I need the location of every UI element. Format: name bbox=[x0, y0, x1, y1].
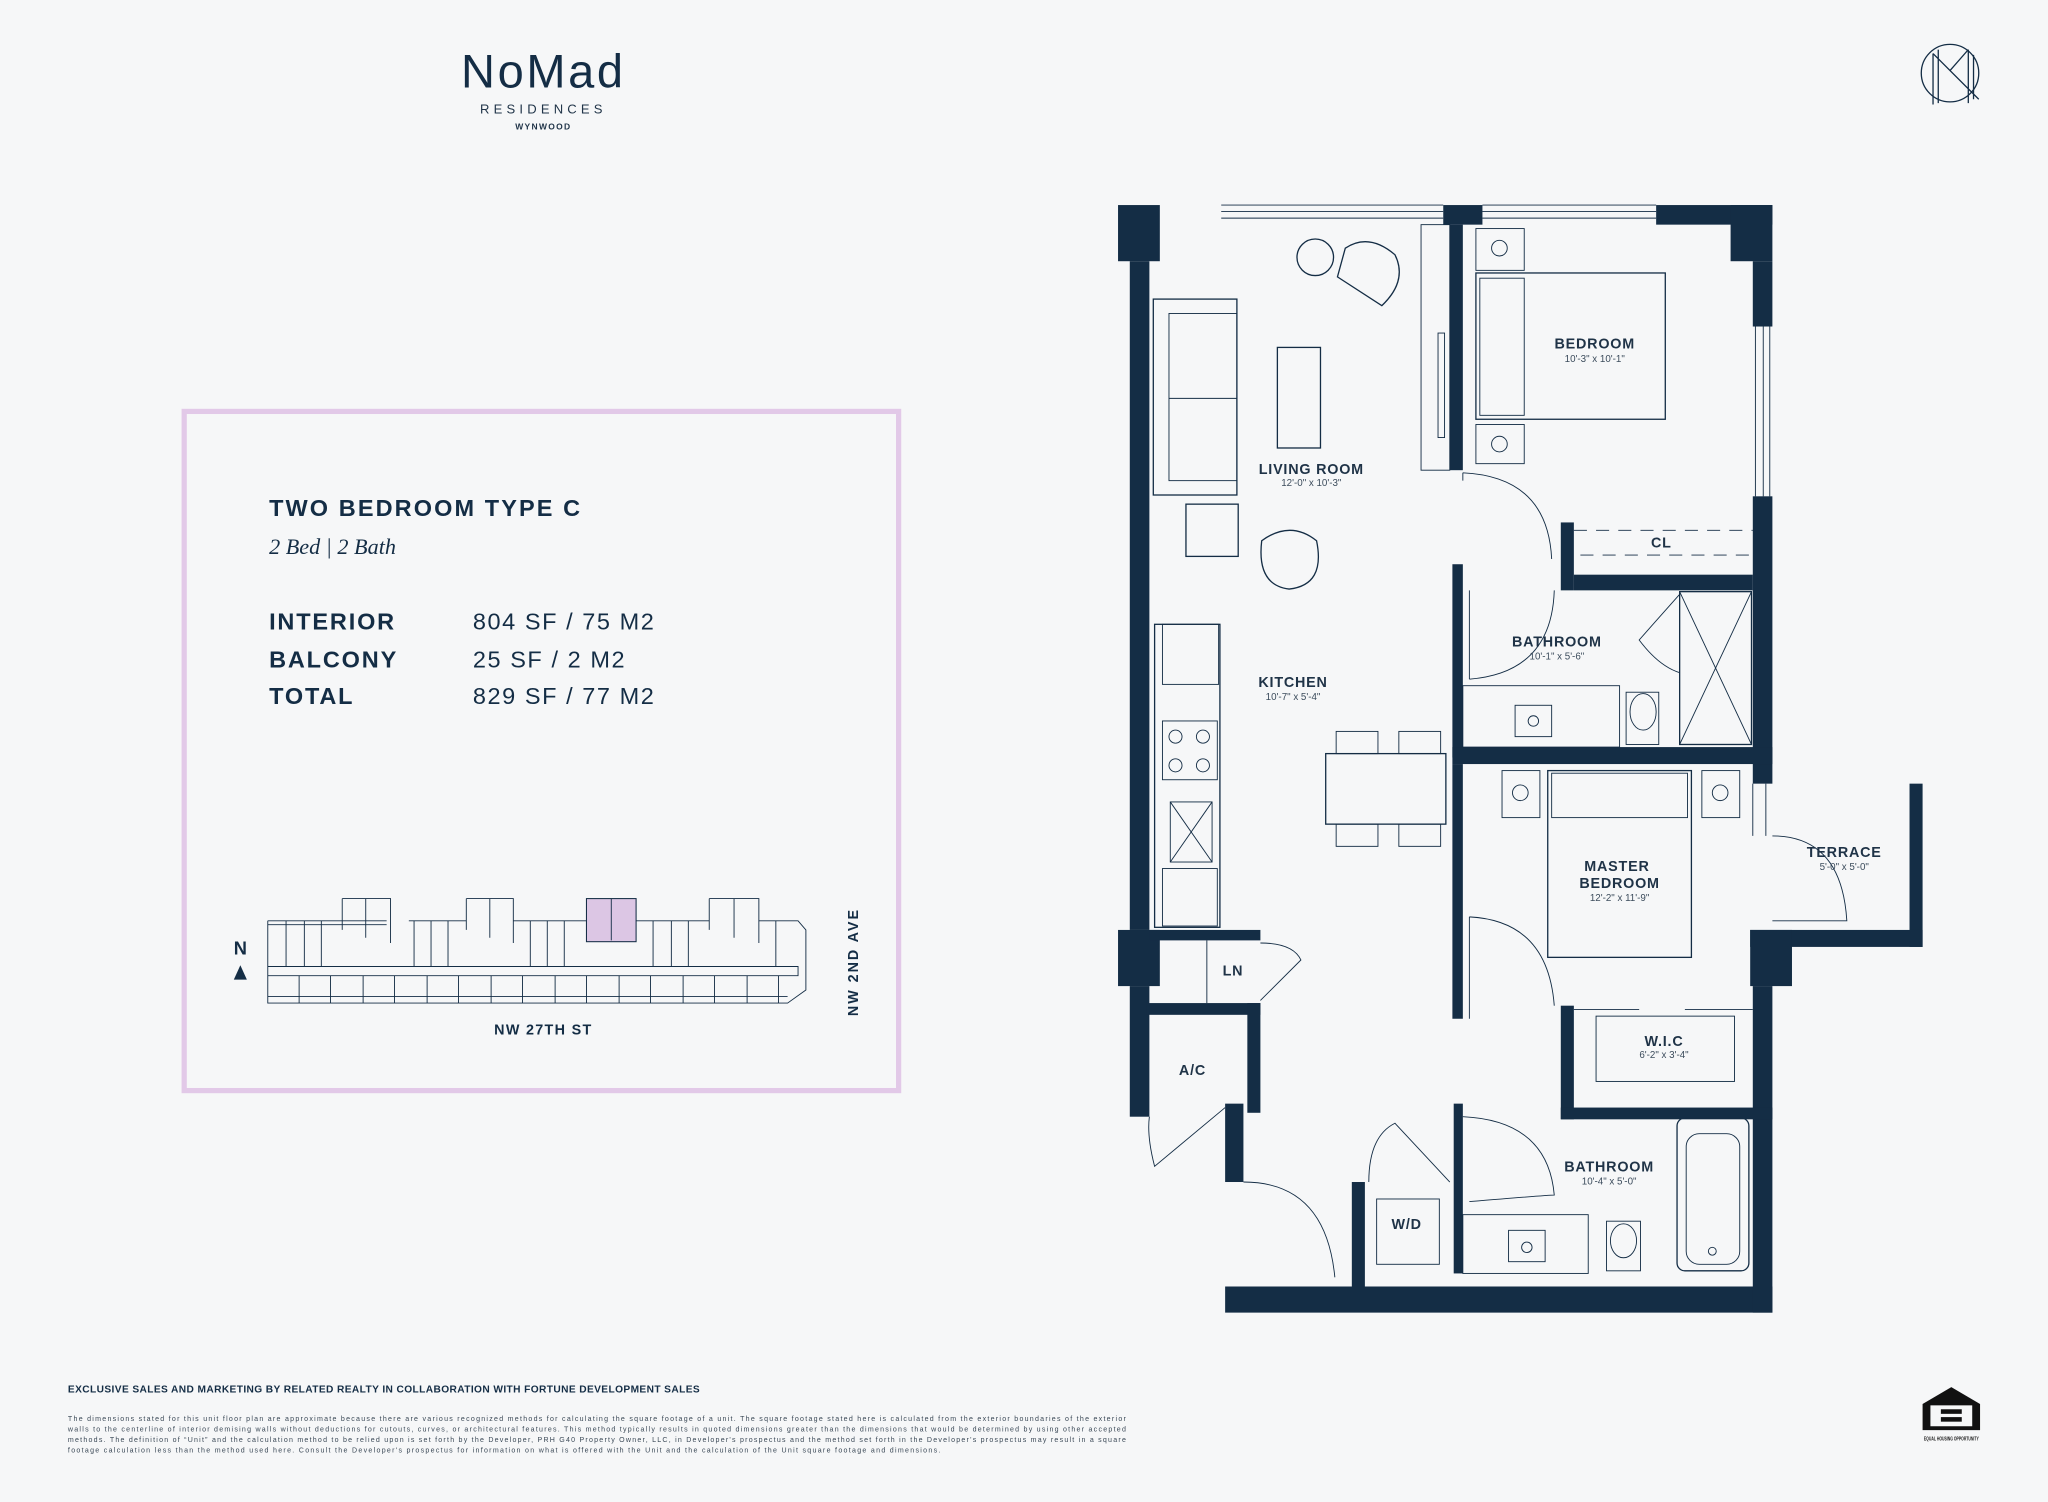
disclaimer-line: methods. The definition of “Unit” and th… bbox=[68, 1437, 1126, 1444]
room-dims-bedroom: 10'-3" x 10'-1" bbox=[1565, 354, 1626, 365]
room-label-bathroom-1: BATHROOM bbox=[1512, 635, 1602, 651]
monogram-logo-icon bbox=[1920, 43, 1980, 105]
room-label-wd: W/D bbox=[1392, 1217, 1422, 1233]
kitchen-fixtures bbox=[1153, 623, 1447, 928]
room-label-linen: LN bbox=[1223, 964, 1244, 980]
room-label-bedroom: BEDROOM bbox=[1555, 337, 1635, 353]
disclaimer-line: walls to the centerline of interior demi… bbox=[67, 1426, 1126, 1433]
floor-plan: LIVING ROOM 12'-0" x 10'-3" BEDROOM 10'-… bbox=[1118, 204, 1923, 1313]
bedroom-furniture bbox=[1462, 228, 1753, 560]
room-dims-wic: 6'-2" x 3'-4" bbox=[1639, 1050, 1689, 1061]
room-label-master-2: BEDROOM bbox=[1579, 876, 1659, 892]
unit-info-panel bbox=[181, 408, 902, 1094]
street-east-label: NW 2ND AVE bbox=[846, 908, 862, 1016]
footer-headline: EXCLUSIVE SALES AND MARKETING BY RELATED… bbox=[68, 1384, 700, 1395]
area-value: 829 SF / 77 M2 bbox=[473, 683, 656, 709]
street-south-label: NW 27TH ST bbox=[494, 1022, 592, 1038]
walls bbox=[1118, 205, 1923, 1313]
brand-name: NoMad bbox=[461, 45, 626, 98]
room-dims-terrace: 5'-0" x 5'-0" bbox=[1820, 862, 1870, 873]
room-dims-master: 12'-2" x 11'-9" bbox=[1590, 893, 1650, 904]
area-value: 25 SF / 2 M2 bbox=[473, 646, 626, 672]
site-key-plan: N NW 27TH ST NW 2ND AVE bbox=[233, 898, 862, 1038]
equal-housing-text: EQUAL HOUSING OPPORTUNITY bbox=[1924, 1437, 1979, 1443]
room-dims-living: 12'-0" x 10'-3" bbox=[1281, 478, 1342, 489]
master-bedroom-furniture bbox=[1468, 769, 1848, 1082]
room-dims-kitchen: 10'-7" x 5'-4" bbox=[1266, 692, 1321, 703]
equal-housing-icon: EQUAL HOUSING OPPORTUNITY bbox=[1922, 1387, 1981, 1443]
room-label-terrace: TERRACE bbox=[1807, 845, 1882, 861]
brand-sub: RESIDENCES bbox=[480, 102, 607, 117]
living-furniture bbox=[1152, 224, 1451, 590]
area-table: INTERIOR 804 SF / 75 M2 BALCONY 25 SF / … bbox=[269, 609, 656, 709]
area-label: BALCONY bbox=[269, 646, 398, 672]
room-label-wic: W.I.C bbox=[1644, 1034, 1683, 1050]
area-value: 804 SF / 75 M2 bbox=[473, 609, 656, 635]
unit-subtitle: 2 Bed | 2 Bath bbox=[269, 534, 396, 559]
room-label-closet: CL bbox=[1651, 535, 1672, 551]
north-arrow-icon bbox=[233, 965, 247, 980]
disclaimer-line: footage calculation less than the method… bbox=[68, 1447, 940, 1454]
room-label-kitchen: KITCHEN bbox=[1258, 675, 1327, 691]
disclaimer: The dimensions stated for this unit floo… bbox=[67, 1416, 1127, 1454]
bathroom-1-fixtures bbox=[1462, 590, 1753, 748]
nomad-logo: NoMad RESIDENCES WYNWOOD bbox=[461, 45, 626, 132]
north-label: N bbox=[234, 938, 247, 959]
windows bbox=[1221, 204, 1771, 836]
room-dims-bathroom-2: 10'-4" x 5'-0" bbox=[1582, 1177, 1637, 1188]
room-label-bathroom-2: BATHROOM bbox=[1564, 1160, 1654, 1176]
room-dims-bathroom-1: 10'-1" x 5'-6" bbox=[1530, 652, 1585, 663]
unit-title: TWO BEDROOM TYPE C bbox=[269, 495, 582, 521]
room-label-living: LIVING ROOM bbox=[1259, 462, 1364, 478]
brand-location: WYNWOOD bbox=[515, 121, 571, 131]
service-fixtures bbox=[1148, 940, 1750, 1278]
room-label-ac: A/C bbox=[1179, 1063, 1206, 1079]
area-label: INTERIOR bbox=[269, 609, 396, 635]
disclaimer-line: The dimensions stated for this unit floo… bbox=[68, 1416, 1127, 1423]
area-label: TOTAL bbox=[269, 683, 354, 709]
room-label-master-1: MASTER bbox=[1584, 859, 1649, 875]
